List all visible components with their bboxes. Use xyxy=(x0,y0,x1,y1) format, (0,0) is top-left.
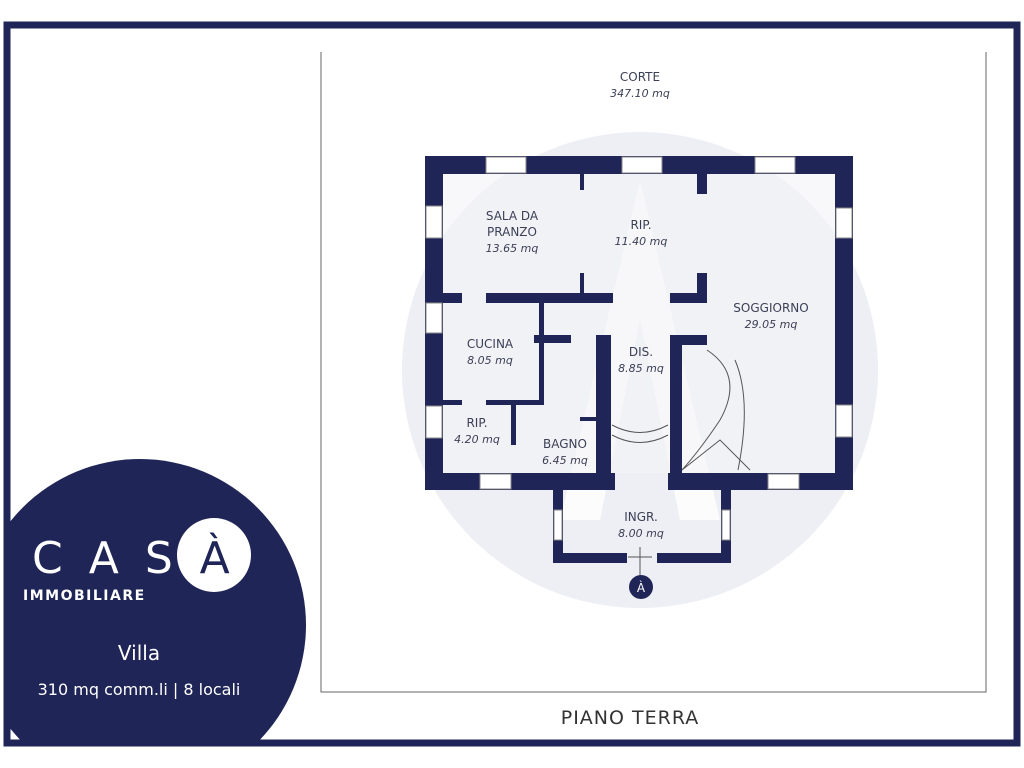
room-rip2-label: RIP. xyxy=(466,416,487,430)
brand-subtitle: IMMOBILIARE xyxy=(23,588,146,604)
brand-logo-circle xyxy=(177,518,251,592)
room-sala-label: SALA DA xyxy=(486,209,539,223)
room-soggiorno-label: SOGGIORNO xyxy=(733,301,808,315)
room-dis-label: DIS. xyxy=(629,345,653,359)
brand-badge xyxy=(10,459,306,740)
room-cucina-label: CUCINA xyxy=(467,337,514,351)
windows xyxy=(425,156,853,541)
room-cucina-area: 8.05 mq xyxy=(467,354,513,367)
floor-label: PIANO TERRA xyxy=(561,707,700,729)
corte-area: 347.10 mq xyxy=(610,87,670,100)
entrance-marker xyxy=(629,575,653,599)
brand-logo-text: CASÀ xyxy=(32,531,256,584)
room-soggiorno-area: 29.05 mq xyxy=(745,318,798,331)
room-ingr-label: INGR. xyxy=(624,510,658,524)
lot-boundary xyxy=(320,52,987,693)
room-bagno-area: 6.45 mq xyxy=(542,454,588,467)
room-ingr-area: 8.00 mq xyxy=(618,527,664,540)
page-frame xyxy=(3,21,1021,747)
listing-type: Villa xyxy=(118,641,160,665)
corte-label: CORTE xyxy=(620,70,660,84)
listing-details: 310 mq comm.li | 8 locali xyxy=(38,680,241,699)
room-rip-area: 11.40 mq xyxy=(615,235,668,248)
stairs xyxy=(611,349,751,575)
room-rip-label: RIP. xyxy=(630,218,651,232)
room-dis-area: 8.85 mq xyxy=(618,362,664,375)
room-bagno-label: BAGNO xyxy=(543,437,587,451)
interior-floor xyxy=(443,174,835,473)
room-rip2-area: 4.20 mq xyxy=(454,433,500,446)
room-sala-label2: PRANZO xyxy=(487,225,537,239)
entrance-marker-letter: À xyxy=(637,580,646,595)
room-sala-area: 13.65 mq xyxy=(486,242,539,255)
